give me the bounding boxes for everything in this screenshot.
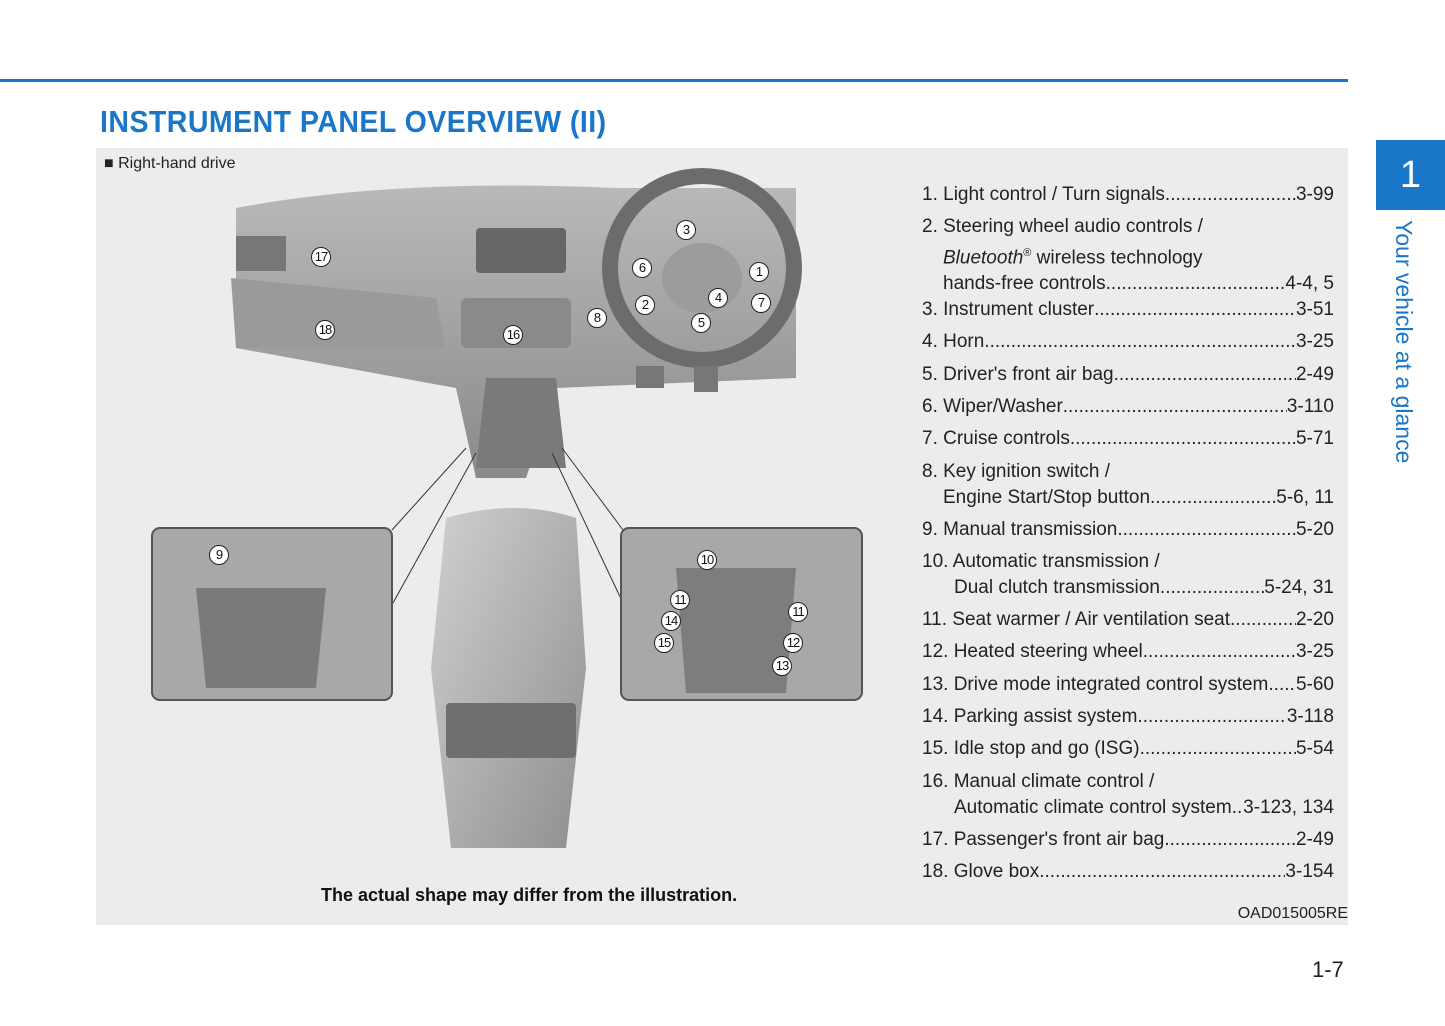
page-ref: 3-123, 134	[1243, 797, 1334, 818]
page-ref: 2-20	[1295, 609, 1334, 630]
page-ref: 3-99	[1295, 184, 1334, 205]
page-ref: 5-6, 11	[1276, 487, 1334, 508]
page-ref: 5-24, 31	[1264, 577, 1334, 598]
list-item: 2. Steering wheel audio controls / Bluet…	[922, 214, 1334, 297]
item-text: 11. Seat warmer / Air ventilation seat	[922, 609, 1231, 630]
item-text: 1. Light control / Turn signals	[922, 184, 1165, 205]
item-text: 12. Heated steering wheel	[922, 641, 1143, 662]
item-text: 17. Passenger's front air bag	[922, 829, 1165, 850]
list-item: 16. Manual climate control / Automatic c…	[922, 769, 1334, 821]
callout-3: 3	[676, 220, 696, 240]
callout-16: 16	[503, 325, 523, 345]
item-text: 3. Instrument cluster	[922, 299, 1095, 320]
callout-15: 15	[654, 633, 674, 653]
item-text: 8. Key ignition switch /	[922, 461, 1110, 482]
callout-12: 12	[783, 633, 803, 653]
illustration-caption: The actual shape may differ from the ill…	[321, 885, 738, 905]
chapter-title: Your vehicle at a glance	[1391, 220, 1417, 464]
header-rule	[0, 79, 1348, 82]
callout-4: 4	[708, 288, 728, 308]
list-item: 8. Key ignition switch / Engine Start/St…	[922, 459, 1334, 511]
item-text: Engine Start/Stop button	[943, 487, 1151, 508]
page-ref: 2-49	[1295, 829, 1334, 850]
list-item: 12. Heated steering wheel 3-25	[922, 639, 1334, 665]
callout-6: 6	[632, 258, 652, 278]
item-text: 5. Driver's front air bag	[922, 364, 1114, 385]
page-ref: 3-118	[1286, 706, 1334, 727]
page-ref: 5-71	[1295, 428, 1334, 449]
callout-11b: 11	[788, 602, 808, 622]
page-ref: 3-25	[1295, 331, 1334, 352]
center-console	[431, 508, 586, 848]
list-item: 3. Instrument cluster 3-51	[922, 297, 1334, 323]
item-text: 14. Parking assist system	[922, 706, 1138, 727]
list-item: 17. Passenger's front air bag 2-49	[922, 827, 1334, 853]
steering-wheel	[602, 168, 802, 368]
item-text: 16. Manual climate control /	[922, 771, 1155, 792]
item-text: Bluetooth	[943, 247, 1024, 269]
list-item: 18. Glove box 3-154	[922, 859, 1334, 885]
page-ref: 5-60	[1295, 674, 1334, 695]
page-title: INSTRUMENT PANEL OVERVIEW (II)	[100, 104, 607, 139]
item-text: wireless technology	[1031, 247, 1203, 269]
callout-17: 17	[311, 247, 331, 267]
list-item: 6. Wiper/Washer 3-110	[922, 394, 1334, 420]
callout-7: 7	[751, 293, 771, 313]
callout-5: 5	[691, 313, 711, 333]
callout-2: 2	[635, 295, 655, 315]
list-item: 11. Seat warmer / Air ventilation seat 2-…	[922, 607, 1334, 633]
vent-left	[236, 236, 286, 271]
climate-panel	[461, 298, 571, 348]
image-code: OAD015005RE	[1237, 905, 1348, 922]
item-text: 4. Horn	[922, 331, 985, 352]
item-text: 15. Idle stop and go (ISG)	[922, 738, 1140, 759]
item-text: hands-free controls	[943, 273, 1106, 295]
callout-8: 8	[587, 308, 607, 328]
list-item: 14. Parking assist system 3-118	[922, 704, 1334, 730]
list-item: 5. Driver's front air bag 2-49	[922, 362, 1334, 388]
page-ref: 2-49	[1295, 364, 1334, 385]
page-ref: 3-25	[1295, 641, 1334, 662]
item-text: 18. Glove box	[922, 861, 1040, 882]
page-number: 1-7	[1312, 957, 1344, 982]
item-text: Dual clutch transmission	[954, 577, 1160, 598]
list-item: 4. Horn 3-25	[922, 329, 1334, 355]
list-item: 1. Light control / Turn signals 3-99	[922, 182, 1334, 208]
page-ref: 3-51	[1295, 299, 1334, 320]
callout-11a: 11	[670, 590, 690, 610]
item-text: 2. Steering wheel audio controls /	[922, 216, 1203, 237]
list-item: 15. Idle stop and go (ISG) 5-54	[922, 736, 1334, 762]
display-screen	[476, 228, 566, 273]
item-text: Automatic climate control system	[954, 797, 1232, 818]
callout-18: 18	[315, 320, 335, 340]
list-item: 13. Drive mode integrated control system…	[922, 672, 1334, 698]
callout-14: 14	[661, 611, 681, 631]
callout-1: 1	[749, 262, 769, 282]
page-ref: 5-54	[1295, 738, 1334, 759]
rear-vents	[446, 703, 576, 758]
item-text: 13. Drive mode integrated control system	[922, 674, 1269, 695]
callout-9: 9	[209, 545, 229, 565]
callout-10: 10	[697, 550, 717, 570]
list-item: 9. Manual transmission 5-20	[922, 517, 1334, 543]
page-ref: 4-4, 5	[1285, 273, 1334, 295]
item-text: 9. Manual transmission	[922, 519, 1118, 540]
registered-mark: ®	[1023, 247, 1032, 259]
item-text: 7. Cruise controls	[922, 428, 1070, 449]
item-text: 10. Automatic transmission /	[922, 551, 1160, 572]
list-item: 7. Cruise controls 5-71	[922, 426, 1334, 452]
page-ref: 3-154	[1285, 861, 1334, 882]
chapter-tab[interactable]: 1	[1376, 140, 1445, 210]
list-item: 10. Automatic transmission / Dual clutch…	[922, 549, 1334, 601]
instrument-panel-illustration	[151, 168, 863, 848]
page-ref: 5-20	[1295, 519, 1334, 540]
section-subtitle: ■ Right-hand drive	[104, 155, 236, 172]
gear-area	[476, 378, 566, 468]
page-ref: 3-110	[1286, 396, 1334, 417]
callout-13: 13	[772, 656, 792, 676]
item-text: 6. Wiper/Washer	[922, 396, 1063, 417]
